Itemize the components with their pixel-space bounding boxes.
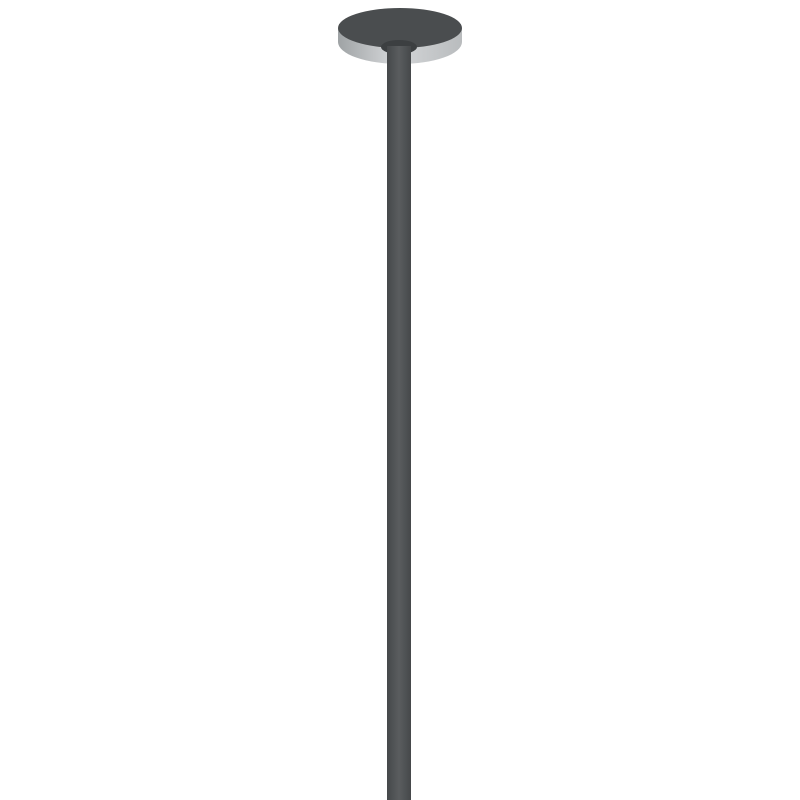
suspension-rod bbox=[387, 46, 411, 800]
canopy-top bbox=[338, 8, 462, 48]
